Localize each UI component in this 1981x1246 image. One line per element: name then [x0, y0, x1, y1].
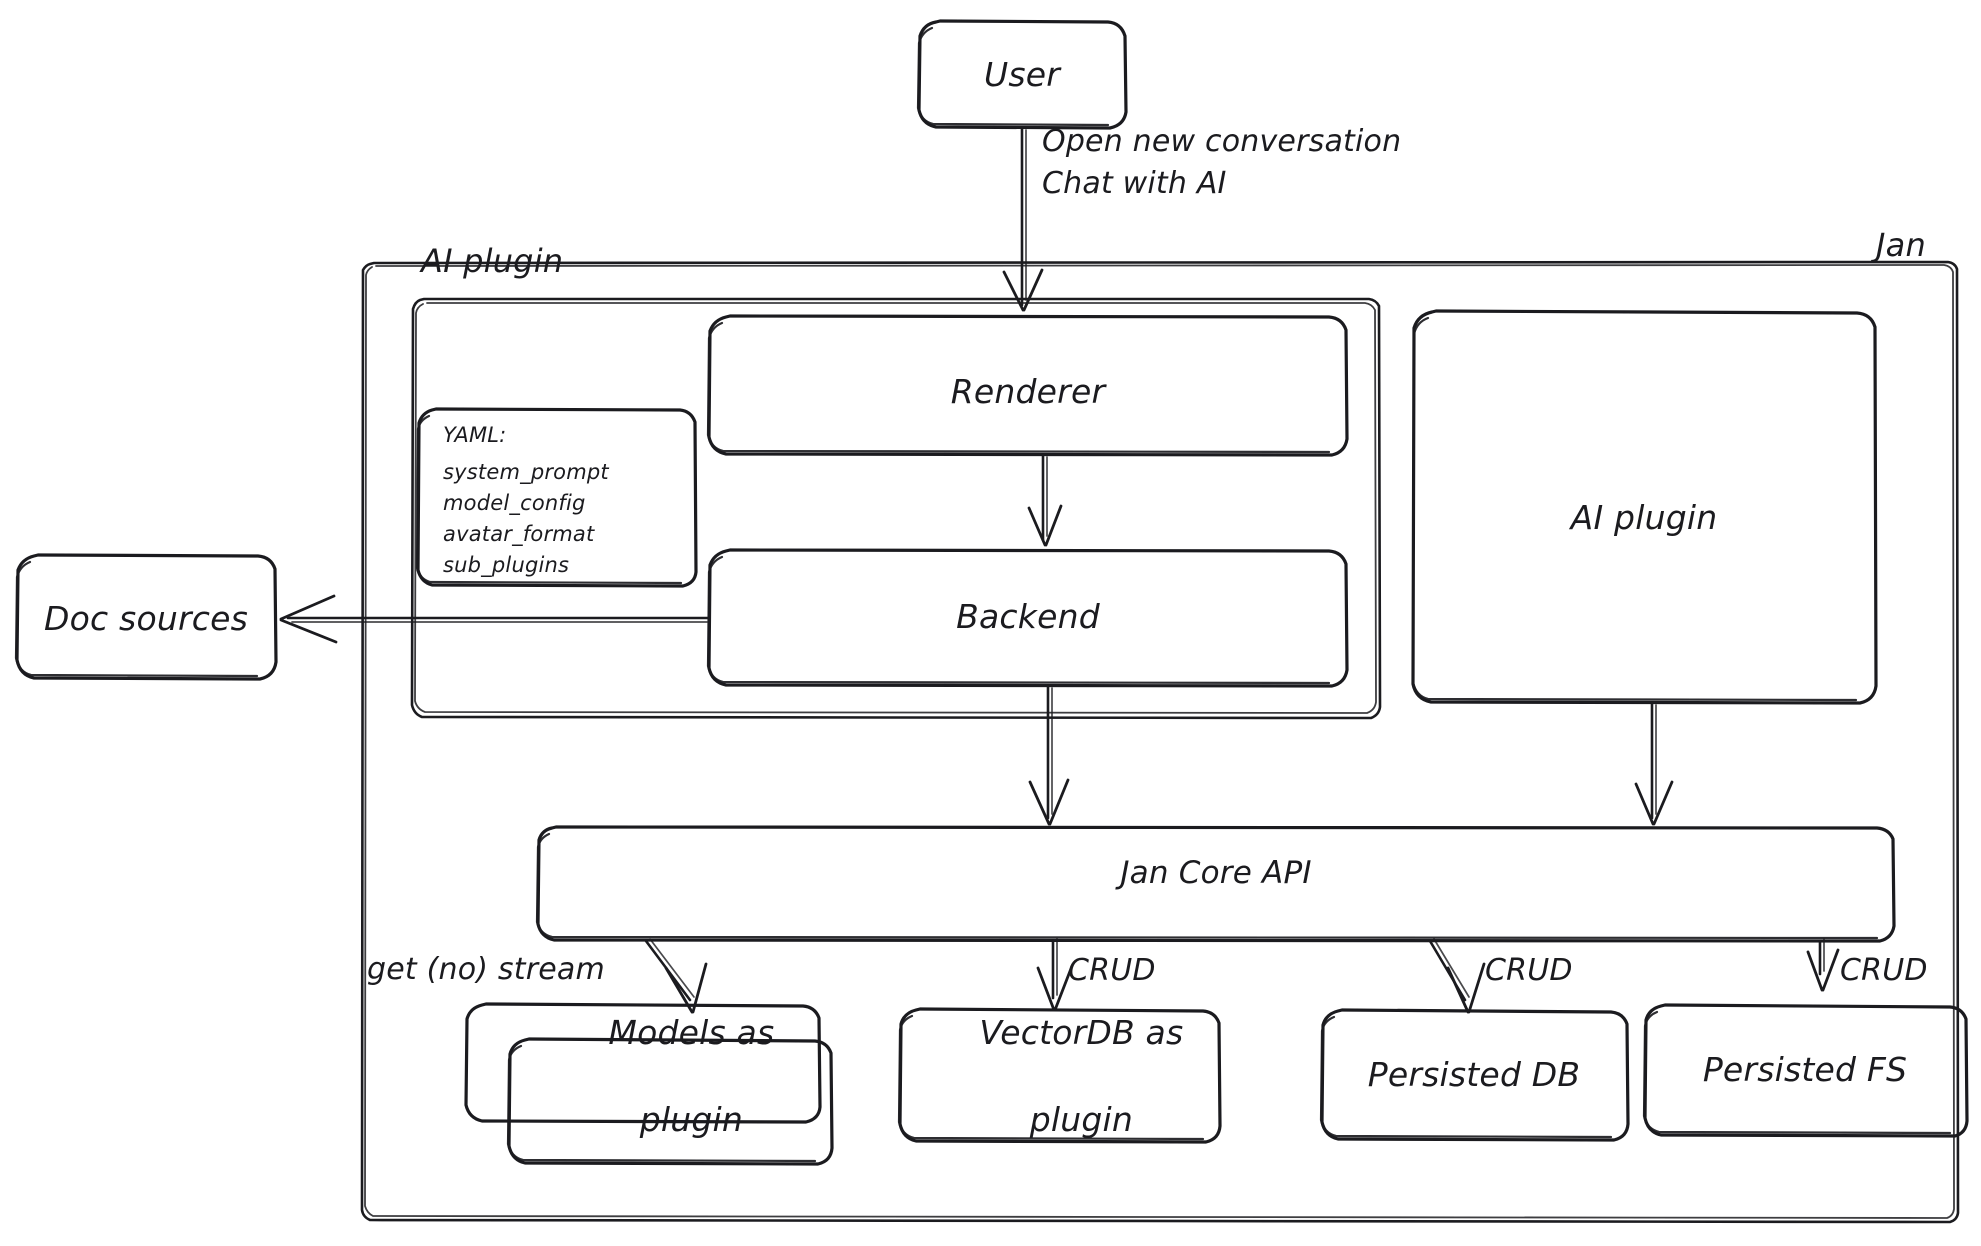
edge-label-open-new-conversation: Open new conversation [1042, 124, 1402, 159]
vectordb-plugin-node-label[interactable]: VectorDB as plugin [937, 967, 1184, 1185]
edge-label-crud-persisted-fs: CRUD [1840, 953, 1928, 988]
edge-core-to-persisted-db [1428, 938, 1486, 1014]
edge-core-to-persisted-fs [1806, 938, 1840, 992]
vectordb-plugin-node-shape [897, 1007, 1222, 1144]
persisted-fs-node-label[interactable]: Persisted FS [1702, 1049, 1908, 1089]
yaml-note-heading: YAML: [443, 423, 507, 447]
edge-aiplugin-to-core [1634, 701, 1674, 826]
edge-user-to-renderer [1002, 126, 1044, 312]
persisted-db-node-label[interactable]: Persisted DB [1367, 1054, 1581, 1094]
edge-label-crud-persisted-db: CRUD [1485, 953, 1573, 988]
yaml-note-item-avatar-format: avatar_format [443, 522, 595, 546]
models-plugin-node-label[interactable]: Models as plugin [566, 967, 775, 1185]
edge-core-to-vectordb [1036, 938, 1074, 1012]
ai-plugin-right-node-label[interactable]: AI plugin [1570, 497, 1718, 537]
backend-node-shape [706, 548, 1349, 688]
persisted-fs-node-shape [1642, 1003, 1969, 1138]
vectordb-plugin-line-1: VectorDB as [979, 1012, 1184, 1052]
backend-node-label[interactable]: Backend [956, 596, 1100, 636]
edge-label-crud-vectordb: CRUD [1068, 953, 1156, 988]
ai-plugin-group-label: AI plugin [421, 242, 564, 280]
yaml-note-item-model-config: model_config [443, 491, 586, 515]
models-plugin-line-1: Models as [608, 1012, 775, 1052]
jan-container-shape [360, 260, 1960, 1224]
ai-plugin-group-shape [410, 297, 1382, 720]
doc-sources-node-shape [14, 553, 278, 681]
renderer-node-shape [706, 314, 1349, 457]
models-plugin-line-2: plugin [639, 1099, 744, 1139]
user-node-shape [916, 19, 1128, 130]
jan-core-api-node-label[interactable]: Jan Core API [1120, 855, 1312, 892]
yaml-note-shape [415, 407, 698, 588]
edge-renderer-to-backend [1027, 453, 1063, 547]
user-node-label[interactable]: User [983, 54, 1061, 94]
edge-label-chat-with-ai: Chat with AI [1042, 166, 1227, 201]
models-plugin-node-shape [464, 1002, 834, 1166]
edge-label-get-no-stream: get (no) stream [367, 952, 605, 987]
edge-backend-to-core [1028, 684, 1070, 826]
yaml-note-item-system-prompt: system_prompt [443, 460, 609, 484]
jan-core-api-node-shape [535, 825, 1896, 943]
jan-container-label: Jan [1876, 226, 1926, 264]
ai-plugin-right-node-shape [1411, 309, 1878, 705]
edge-backend-to-doc-sources [279, 594, 711, 644]
persisted-db-node-shape [1319, 1008, 1630, 1142]
doc-sources-node-label[interactable]: Doc sources [44, 598, 248, 638]
yaml-note-item-sub-plugins: sub_plugins [443, 553, 570, 577]
renderer-node-label[interactable]: Renderer [950, 371, 1106, 411]
vectordb-plugin-line-2: plugin [1029, 1099, 1134, 1139]
